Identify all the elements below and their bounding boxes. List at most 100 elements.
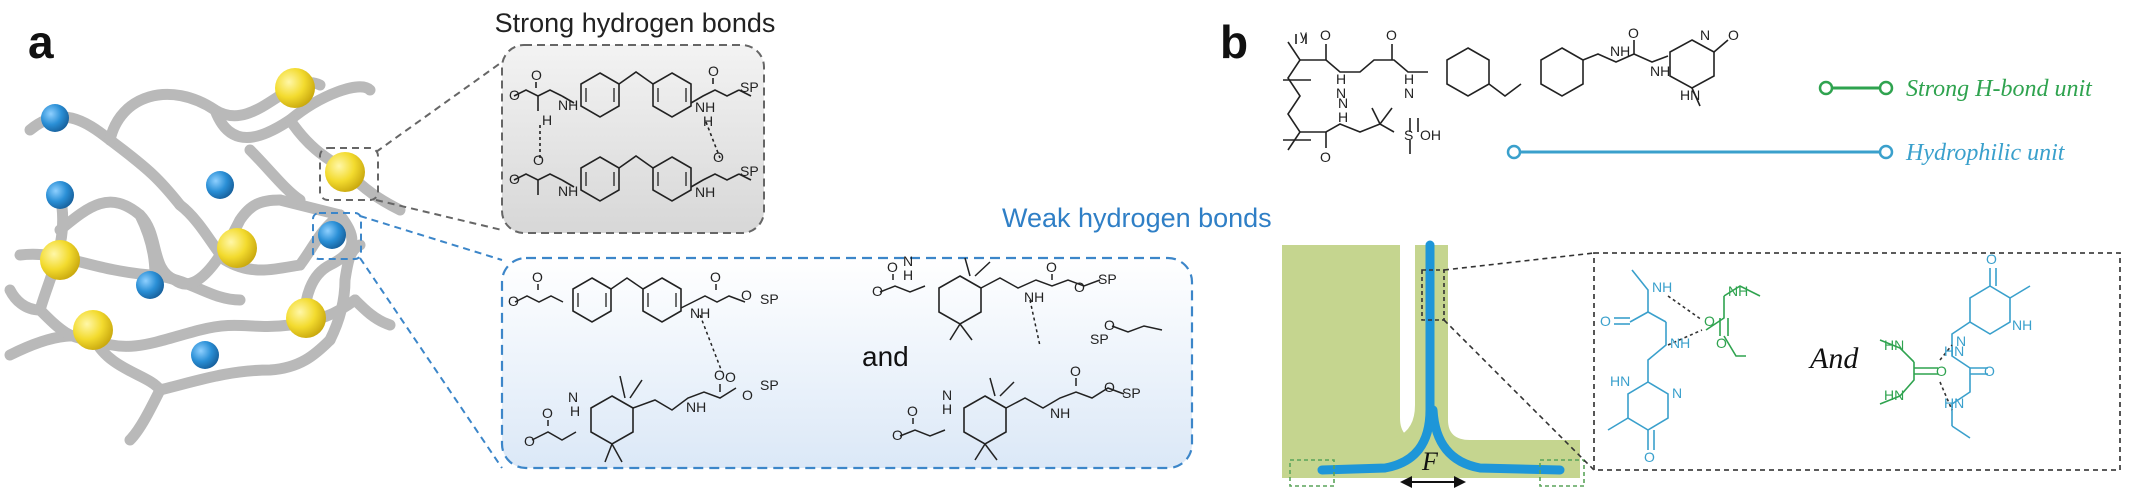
atom-label: O	[1600, 313, 1611, 329]
atom-label: O	[1320, 27, 1331, 43]
atom-label: H	[1338, 109, 1348, 125]
force-label: F	[1421, 447, 1439, 476]
atom-label: NH	[1650, 63, 1670, 79]
atom-label: O	[509, 87, 520, 103]
atom-label: O	[872, 283, 883, 299]
yellow-bead	[275, 68, 315, 108]
atom-label: O	[1074, 279, 1085, 295]
atom-label: O	[533, 152, 544, 168]
atom-label: HN	[1884, 387, 1904, 403]
peel-schematic: F	[1282, 240, 1595, 488]
blue-bead	[41, 104, 69, 132]
panel-a-label: a	[28, 16, 54, 68]
atom-label: N	[1700, 27, 1710, 43]
atom-label: O	[1104, 379, 1115, 395]
atom-label: O	[1104, 317, 1115, 333]
weak-hbond-atom-labels: O O NH O O SP O O SP NH O H N O O H N O …	[508, 253, 1141, 449]
atom-label: O	[1070, 363, 1081, 379]
interaction-zoom-box	[1593, 252, 2121, 471]
atom-label: H	[703, 113, 713, 129]
atom-label: O	[1716, 335, 1727, 351]
atom-label: SP	[760, 291, 779, 307]
atom-label: O	[742, 387, 753, 403]
atom-label: O	[892, 427, 903, 443]
atom-label: H	[570, 403, 580, 419]
atom-label: H	[903, 267, 913, 283]
copolymer-atom-labels: y O H N O H N NH O NH N O HN H N O S OH	[1300, 25, 1739, 165]
atom-label: HN	[1680, 87, 1700, 103]
atom-label: O	[1984, 363, 1995, 379]
atom-label: NH	[1652, 279, 1672, 295]
atom-label: SP	[760, 377, 779, 393]
atom-label: NH	[695, 99, 715, 115]
atom-label: H	[942, 401, 952, 417]
atom-label: O	[542, 405, 553, 421]
weak-zoom-box	[312, 212, 362, 260]
atom-label: O	[710, 269, 721, 285]
weak-hbond-structure	[514, 257, 1163, 463]
atom-label: O	[508, 293, 519, 309]
weak-hbond-title: Weak hydrogen bonds	[1002, 203, 1272, 233]
atom-label: NH	[558, 97, 578, 113]
atom-label: O	[887, 259, 898, 275]
atom-label: N	[568, 389, 578, 405]
yellow-bead	[286, 298, 326, 338]
strong-hbond-box	[501, 44, 765, 234]
atom-label: N	[942, 387, 952, 403]
atom-label: O	[1644, 449, 1655, 465]
atom-label: O	[1704, 313, 1715, 329]
weak-hbond-and: and	[862, 341, 909, 372]
atom-label: O	[725, 369, 736, 385]
strong-hbond-structure	[513, 71, 752, 202]
atom-label: HN	[1944, 395, 1964, 411]
blue-bead	[191, 341, 219, 369]
atom-label: NH	[2012, 317, 2032, 333]
hydrophilic-unit-label: Hydrophilic unit	[1905, 140, 2066, 166]
atom-label: N	[903, 253, 913, 269]
atom-label: HN	[1944, 343, 1964, 359]
copolymer-structure	[1283, 34, 1729, 154]
atom-label: S	[1404, 127, 1413, 143]
atom-label: NH	[1670, 335, 1690, 351]
yellow-bead	[325, 152, 365, 192]
atom-label: N	[1956, 333, 1966, 349]
yellow-bead	[217, 228, 257, 268]
atom-label: SP	[740, 163, 759, 179]
atom-label: SP	[1098, 271, 1117, 287]
atom-label: HN	[1884, 337, 1904, 353]
atom-label: N	[1404, 85, 1414, 101]
strong-zoom-box	[319, 147, 379, 201]
atom-label: N	[1338, 95, 1348, 111]
atom-label: H	[542, 112, 552, 128]
atom-label: N	[1336, 85, 1346, 101]
blue-bead	[136, 271, 164, 299]
weak-hbond-beads	[41, 104, 346, 369]
atom-label: O	[741, 287, 752, 303]
panel-b: b y O H	[1220, 16, 2121, 488]
atom-label: NH	[558, 183, 578, 199]
atom-label: O	[1728, 27, 1739, 43]
atom-label: NH	[1728, 283, 1748, 299]
strong-hbond-beads	[40, 68, 365, 350]
atom-label: O	[524, 433, 535, 449]
atom-label: O	[1046, 259, 1057, 275]
atom-label: N	[1672, 385, 1682, 401]
strong-hbond-atom-labels: O O NH H O NH H SP O O NH O NH SP	[509, 63, 759, 200]
panel-b-label: b	[1220, 16, 1248, 68]
atom-label: SP	[1090, 331, 1109, 347]
atom-label: O	[1386, 27, 1397, 43]
atom-label: O	[531, 67, 542, 83]
atom-label: O	[907, 403, 918, 419]
atom-label: O	[1628, 25, 1639, 41]
interaction-structures	[1607, 268, 2031, 450]
blue-bead	[46, 181, 74, 209]
atom-label: NH	[1024, 289, 1044, 305]
yellow-bead	[40, 240, 80, 280]
atom-label: NH	[1050, 405, 1070, 421]
yellow-bead	[73, 310, 113, 350]
strong-hbond-title: Strong hydrogen bonds	[495, 8, 776, 38]
atom-label: SP	[1122, 385, 1141, 401]
atom-label: O	[1936, 363, 1947, 379]
atom-label: NH	[686, 399, 706, 415]
